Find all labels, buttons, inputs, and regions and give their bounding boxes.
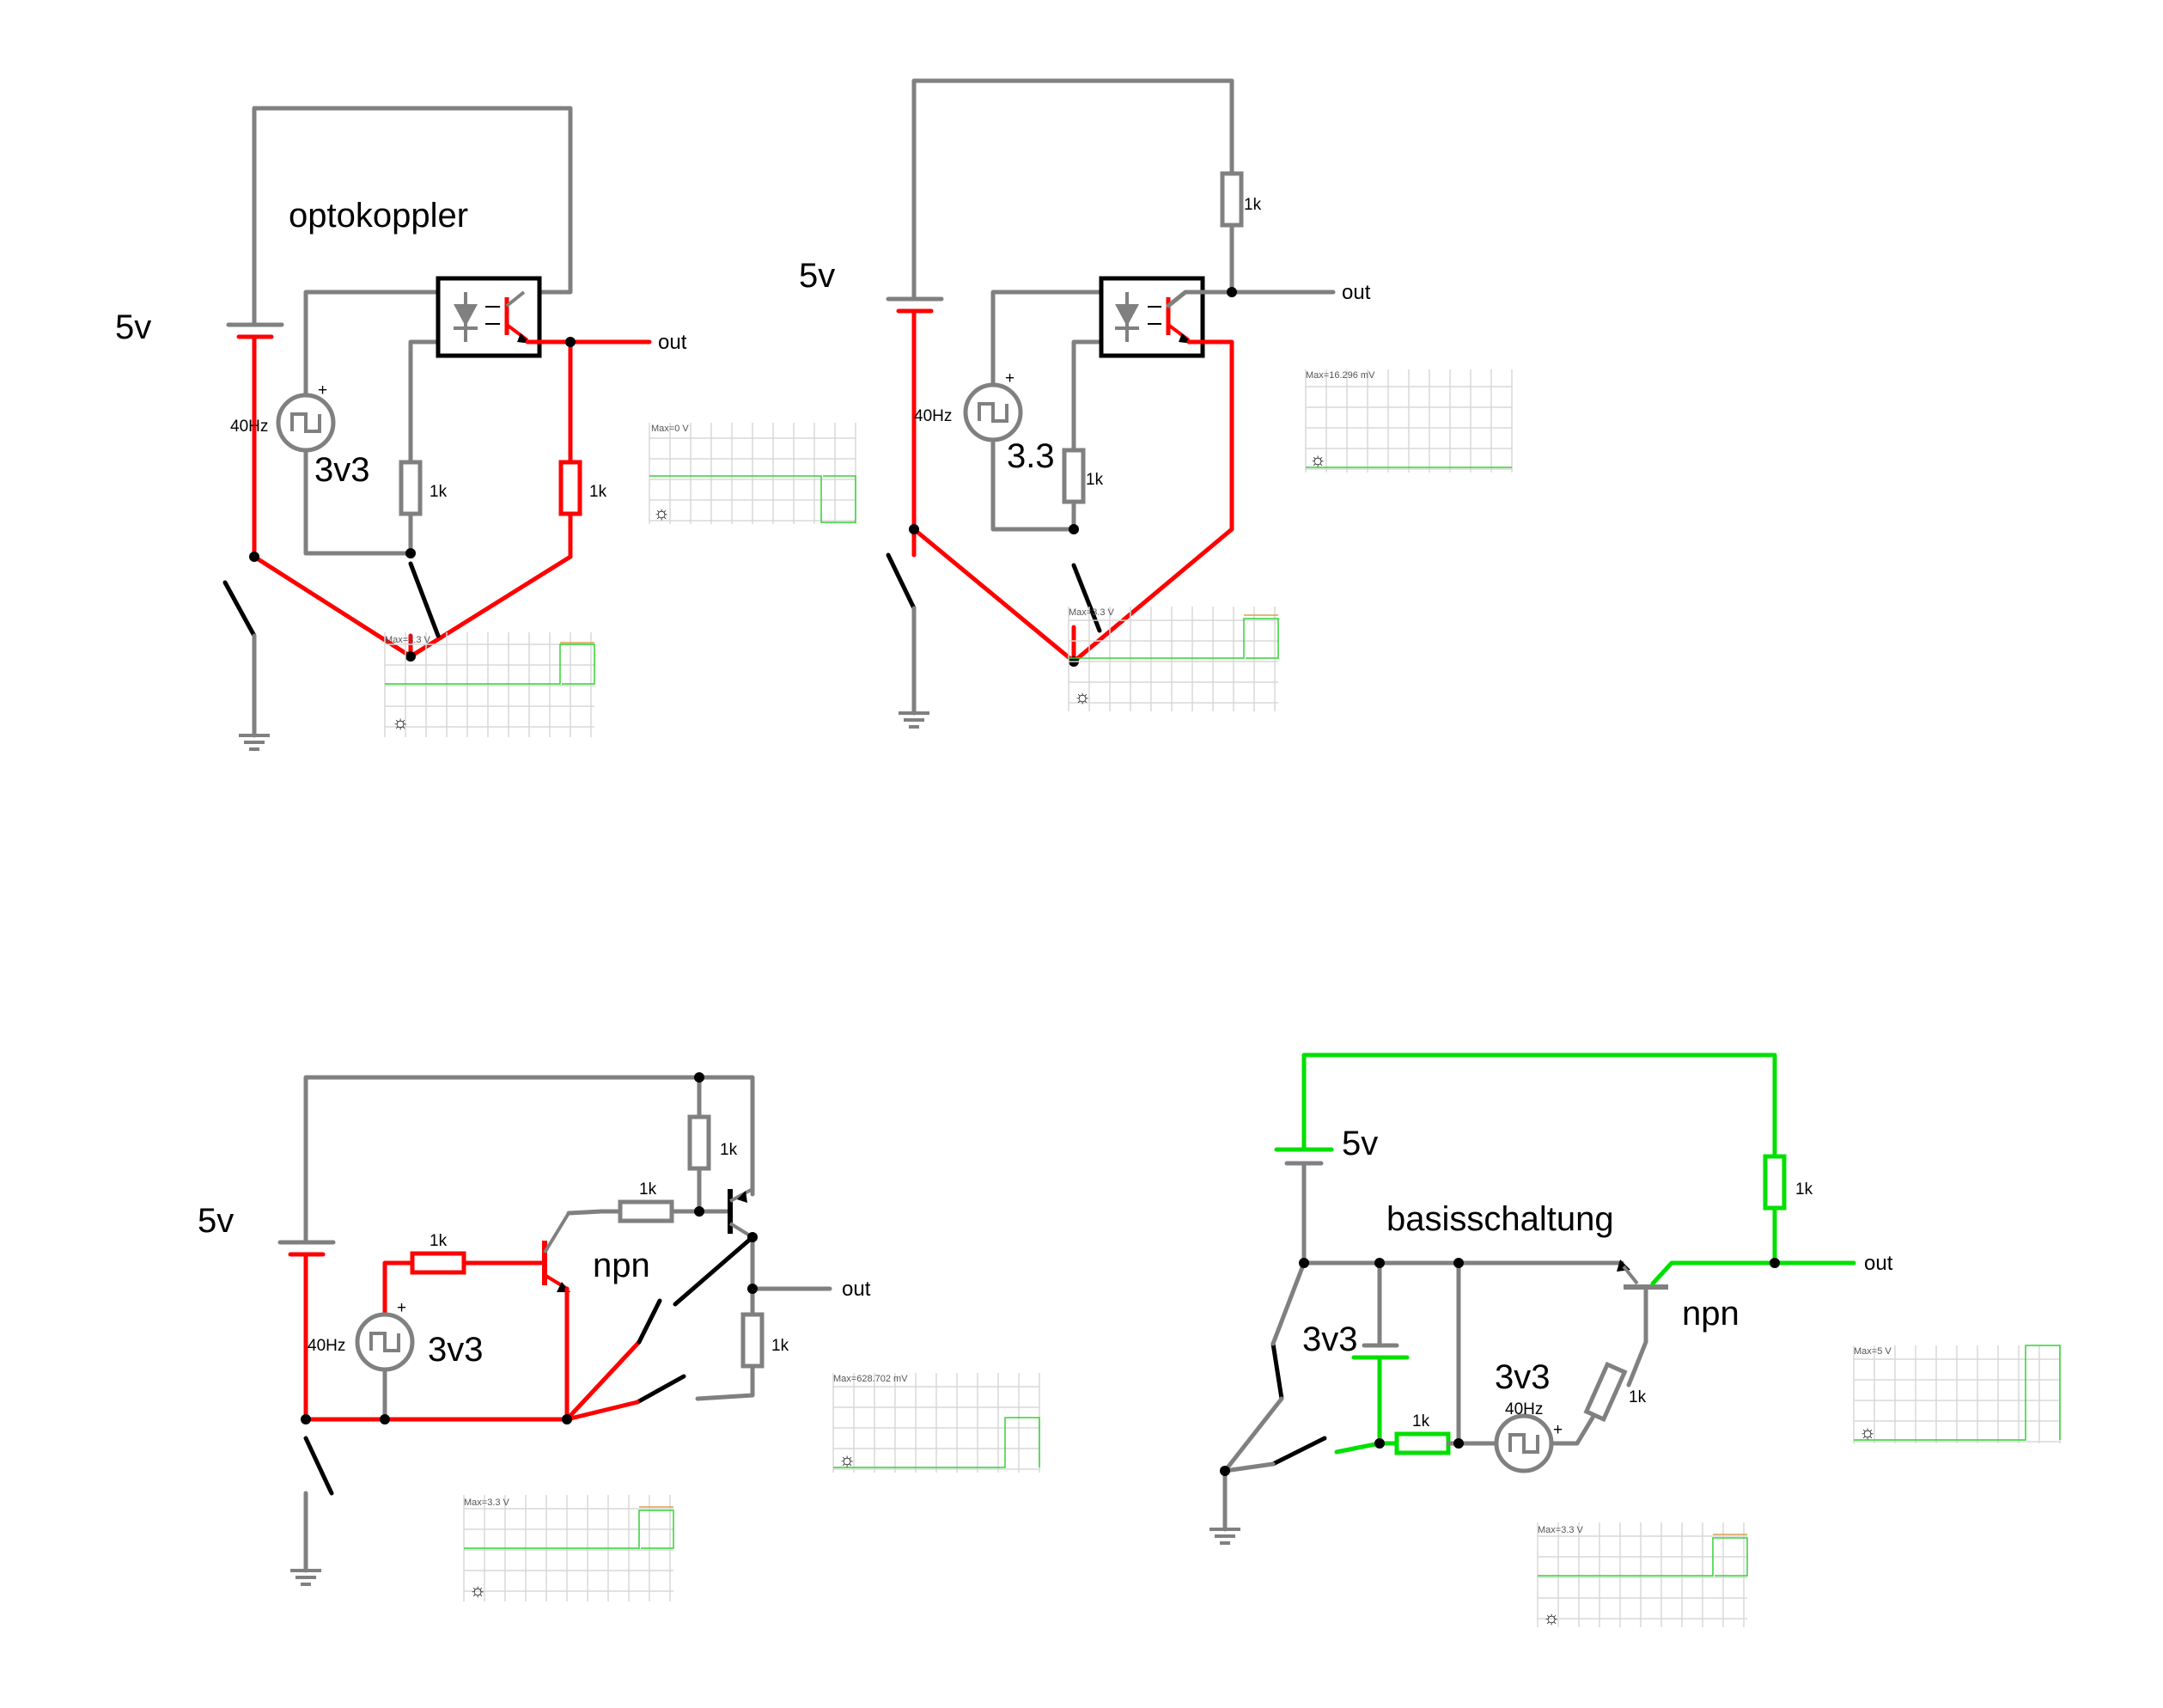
scope-gear-icon[interactable]: ☼	[1543, 1607, 1560, 1628]
circuit-title: optokoppler	[289, 197, 468, 235]
scope-gear-icon[interactable]: ☼	[392, 711, 409, 733]
resistor-label: 1k	[430, 483, 448, 501]
scope-output[interactable]: Max=16.296 mV ☼	[1305, 369, 1513, 473]
resistor-label: 1k	[1412, 1412, 1430, 1430]
resistor-collector[interactable]	[558, 460, 582, 516]
supply-label: 5v	[198, 1202, 234, 1240]
scope-max-label: Max=5 V	[1854, 1346, 1892, 1357]
vin-label: 3.3	[1007, 437, 1055, 475]
resistor-top[interactable]	[1220, 171, 1244, 228]
switch-upper[interactable]	[673, 1235, 755, 1307]
transistor-type-label: npn	[1682, 1295, 1740, 1333]
circuit-basisschaltung: + basisschaltung 5v 3v3 3v3 40Hz npn 1k …	[1209, 1052, 2061, 1628]
transistor-type-label: npn	[593, 1247, 650, 1284]
scope-max-label: Max=3.3 V	[385, 635, 431, 645]
vin-label: 3v3	[314, 451, 370, 489]
resistor-label: 1k	[720, 1141, 738, 1159]
scope-max-label: Max=628.702 mV	[833, 1374, 908, 1384]
resistor-mid[interactable]	[618, 1199, 674, 1223]
freq-label: 40Hz	[308, 1337, 345, 1355]
switch-left[interactable]	[222, 580, 257, 638]
switch-right[interactable]	[408, 561, 441, 638]
scope-gear-icon[interactable]: ☼	[653, 502, 670, 523]
scope-output[interactable]: Max=628.702 mV ☼	[832, 1373, 1040, 1473]
circuit-optokoppler-1: + optokoppler 5v	[115, 106, 856, 751]
switch-upper[interactable]	[1270, 1341, 1284, 1401]
resistor-e[interactable]	[1583, 1361, 1628, 1423]
resistor-in[interactable]	[1394, 1431, 1451, 1455]
scope-max-label: Max=3.3 V	[464, 1498, 510, 1508]
circuit-optokoppler-2: + 5v 40Hz 3.3 1k 1k	[799, 78, 1513, 729]
resistor-label: 1k	[1629, 1388, 1647, 1406]
resistor-label: 1k	[639, 1180, 657, 1199]
svg-text:+: +	[397, 1299, 406, 1317]
svg-text:+: +	[318, 381, 327, 400]
svg-text:+: +	[1553, 1421, 1563, 1439]
switch-lower[interactable]	[635, 1374, 686, 1405]
switch-lower[interactable]	[1270, 1436, 1327, 1467]
scope-input[interactable]: Max=3.3 V ☼	[384, 632, 595, 737]
scope-output[interactable]: Max=5 V ☼	[1853, 1345, 2061, 1443]
circuit-title: basisschaltung	[1386, 1200, 1614, 1238]
supply-label: 5v	[1342, 1125, 1378, 1162]
ground-icon	[290, 1569, 321, 1586]
scope-gear-icon[interactable]: ☼	[1074, 686, 1091, 707]
svg-text:+: +	[1005, 369, 1014, 387]
freq-label: 40Hz	[230, 418, 268, 436]
ground-icon	[1209, 1528, 1240, 1545]
resistor-label: 1k	[1244, 196, 1262, 214]
freq-label: 40Hz	[1505, 1400, 1543, 1418]
freq-label: 40Hz	[914, 407, 952, 425]
resistor-emitter[interactable]	[1062, 448, 1086, 504]
out-label: out	[842, 1278, 871, 1301]
out-label: out	[1342, 281, 1371, 304]
scope-max-label: Max=3.3 V	[1538, 1525, 1584, 1535]
bias-label: 3v3	[1302, 1321, 1358, 1358]
out-label: out	[658, 331, 687, 354]
resistor-label: 1k	[1086, 471, 1104, 489]
ground-icon	[899, 711, 929, 729]
resistor-top[interactable]	[1763, 1154, 1787, 1211]
scope-gear-icon[interactable]: ☼	[1309, 448, 1326, 470]
out-label: out	[1864, 1252, 1893, 1275]
vin-label: 3v3	[428, 1331, 484, 1369]
optocoupler-box[interactable]	[436, 276, 542, 358]
resistor-label: 1k	[430, 1232, 448, 1250]
switch-ground[interactable]	[303, 1436, 334, 1496]
resistor-label: 1k	[1795, 1180, 1813, 1199]
scope-input[interactable]: Max=3.3 V ☼	[1537, 1522, 1748, 1628]
ground-icon	[239, 734, 270, 751]
supply-label: 5v	[799, 257, 835, 295]
resistor-base[interactable]	[410, 1251, 466, 1275]
scope-max-label: Max=3.3 V	[1069, 607, 1115, 618]
scope-output[interactable]: Max=0 V ☼	[649, 423, 856, 524]
circuit-npn-switch: + 5v 40Hz 3v3 npn 1k 1k 1k 1k out Max=62…	[198, 1072, 1040, 1601]
resistor-out[interactable]	[740, 1312, 765, 1369]
resistor-top[interactable]	[687, 1114, 711, 1171]
scope-max-label: Max=0 V	[651, 424, 689, 434]
switch-mid[interactable]	[637, 1298, 662, 1345]
scope-gear-icon[interactable]: ☼	[1859, 1421, 1876, 1443]
scope-max-label: Max=16.296 mV	[1306, 370, 1375, 381]
scope-input[interactable]: Max=3.3 V ☼	[1068, 607, 1279, 711]
scope-gear-icon[interactable]: ☼	[469, 1579, 486, 1601]
vin-label: 3v3	[1495, 1358, 1551, 1396]
scope-input[interactable]: Max=3.3 V ☼	[463, 1495, 674, 1601]
scope-gear-icon[interactable]: ☼	[838, 1449, 856, 1470]
supply-label: 5v	[115, 308, 151, 346]
resistor-emitter[interactable]	[399, 460, 423, 516]
resistor-label: 1k	[771, 1337, 789, 1355]
switch-left[interactable]	[886, 552, 917, 611]
resistor-label: 1k	[589, 483, 607, 501]
